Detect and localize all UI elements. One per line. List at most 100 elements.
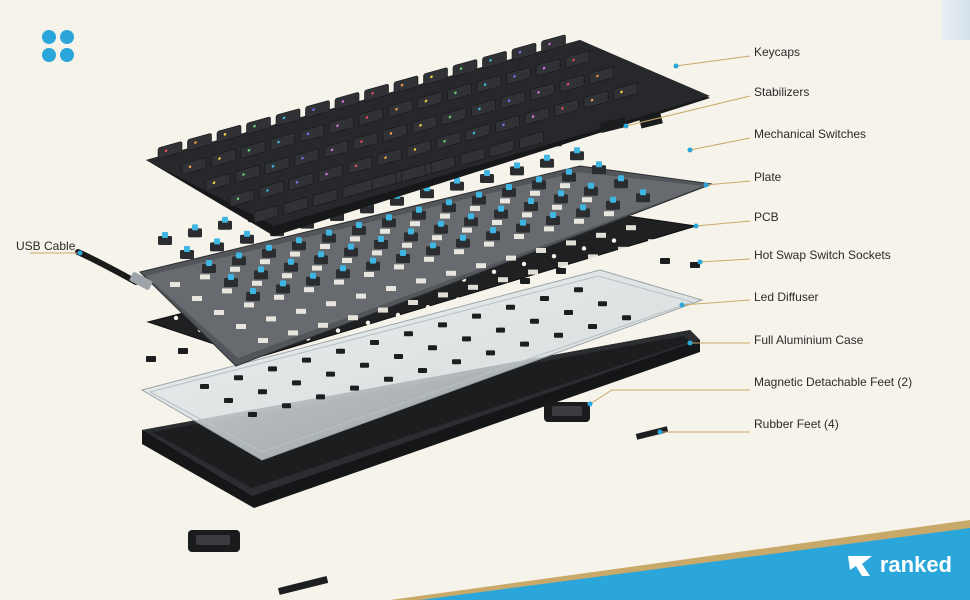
- pcb-hole: [515, 281, 521, 286]
- diffuser-clip: [224, 398, 233, 403]
- plate-hole: [372, 250, 382, 256]
- plate-hole: [230, 266, 240, 272]
- switch-stem: [214, 238, 220, 245]
- diffuser-clip: [350, 385, 359, 391]
- plate-hole: [378, 307, 388, 313]
- switch-stem: [370, 257, 376, 264]
- keycap: [299, 124, 325, 142]
- switch-stem: [520, 219, 526, 226]
- diffuser-clip: [496, 327, 505, 333]
- switch-stem: [558, 190, 564, 197]
- switch-stem: [536, 176, 542, 183]
- pcb-hole: [395, 312, 401, 318]
- keycap: [283, 197, 308, 215]
- keycap-legend: [424, 99, 428, 103]
- keycap: [211, 149, 236, 167]
- pcb-hole: [485, 289, 491, 294]
- switch-stem: [514, 162, 520, 169]
- keycap: [541, 34, 566, 53]
- keycap-legend: [282, 116, 286, 120]
- plate-hole: [432, 235, 442, 241]
- keycap-legend: [360, 140, 363, 144]
- keycap: [482, 51, 507, 69]
- keycap: [412, 115, 437, 134]
- plate-hole: [290, 251, 300, 257]
- keycap-legend: [596, 74, 599, 78]
- plate-hole: [380, 228, 390, 234]
- keycap: [430, 156, 456, 174]
- switch-stem: [610, 196, 616, 203]
- keycap: [471, 99, 496, 117]
- keycap-legend: [341, 100, 345, 103]
- keycap-legend: [478, 107, 481, 111]
- diffuser-clip: [574, 287, 583, 293]
- plate-hole: [648, 239, 658, 245]
- diffuser-clip: [554, 332, 563, 338]
- switch-housing: [210, 242, 224, 252]
- plate-hole: [394, 264, 404, 270]
- keycap: [393, 75, 419, 94]
- switch-housing: [420, 189, 434, 199]
- magnetic-foot-right: [544, 402, 590, 422]
- plate-hole: [470, 206, 480, 211]
- pcb-hole: [173, 315, 179, 321]
- plate-hole: [170, 282, 180, 287]
- corner-strip: [942, 0, 970, 40]
- switch-housing: [576, 208, 590, 218]
- plate-hole: [356, 293, 366, 299]
- switch-housing: [442, 203, 456, 213]
- switch-housing: [188, 228, 202, 238]
- label-usb-cable: USB Cable: [16, 239, 76, 253]
- switch-stem: [528, 198, 534, 204]
- plate-hole: [484, 241, 494, 247]
- switch-housing: [532, 180, 546, 190]
- plate-hole: [530, 190, 540, 196]
- keycap: [205, 173, 231, 191]
- plate-hole: [266, 316, 276, 322]
- switch-stem: [378, 236, 384, 242]
- plate-hole: [604, 211, 614, 217]
- label-rubber-feet: Rubber Feet (4): [754, 417, 839, 431]
- plate-hole: [468, 284, 478, 290]
- keycap: [329, 116, 354, 134]
- usb-cable: [75, 249, 153, 290]
- keycap-legend: [620, 90, 623, 94]
- switch-housing: [606, 200, 620, 210]
- keycap-legend: [384, 156, 387, 160]
- keycap-legend: [247, 148, 251, 152]
- plate-hole: [214, 310, 224, 315]
- plate-hole: [566, 240, 576, 246]
- hot-swap-socket: [556, 268, 566, 274]
- keycap-legend: [413, 148, 417, 151]
- switch-stem: [640, 189, 646, 196]
- keycap: [157, 141, 183, 159]
- label-magnetic-feet: Magnetic Detachable Feet (2): [754, 375, 913, 389]
- keycap: [535, 58, 561, 77]
- keycap: [554, 99, 579, 117]
- plate-hole: [326, 301, 336, 307]
- keycap-legend: [266, 189, 269, 192]
- diffuser-clip: [394, 354, 403, 359]
- switch-stem: [386, 214, 392, 221]
- keycap-legend: [325, 172, 328, 176]
- plate-hole: [438, 292, 448, 298]
- diffuser-clip: [530, 318, 539, 324]
- keycap: [465, 123, 491, 142]
- switch-stem: [244, 230, 250, 237]
- keycap: [305, 100, 330, 118]
- keycap: [506, 67, 531, 85]
- switch-stem: [454, 177, 460, 184]
- switch-housing: [450, 181, 464, 191]
- keycap-legend: [590, 98, 594, 102]
- diffuser-clip: [540, 296, 549, 301]
- stabilizers-parts: [599, 113, 663, 133]
- switch-housing: [224, 278, 238, 287]
- plate-hole: [192, 296, 202, 301]
- diffuser-clip: [438, 322, 447, 328]
- switch-housing: [584, 186, 598, 196]
- switch-stem: [222, 216, 228, 223]
- switch-stem: [476, 191, 482, 198]
- keycap-legend: [306, 132, 310, 136]
- keycap: [452, 59, 478, 77]
- pcb-hole: [491, 269, 497, 274]
